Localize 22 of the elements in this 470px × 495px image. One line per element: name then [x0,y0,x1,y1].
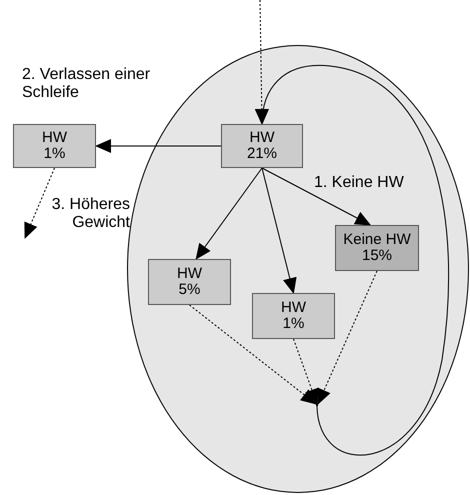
process-box [13,124,96,168]
annotation-label: 3. Höheres Gewicht [50,196,130,233]
annotation-label: 1. Keine HW [314,174,405,192]
process-box [148,259,231,305]
arrow [95,139,222,153]
process-box [335,225,419,271]
arrow [318,270,378,405]
arrow [293,338,318,405]
arrow [262,168,297,294]
box-text: Keine HW 15% [342,232,412,264]
arrow [24,168,55,239]
box-text: HW 1% [280,300,307,332]
arrow [189,304,317,405]
box-text: HW 5% [176,266,203,298]
box-text: HW 1% [41,130,68,162]
box-text: HW 21% [246,130,278,162]
annotation-label: 2. Verlassen einer Schleife [22,66,152,103]
arrow [256,64,449,456]
arrow [262,168,372,226]
process-box [252,293,335,339]
arrow [196,168,262,260]
process-box [221,124,303,168]
